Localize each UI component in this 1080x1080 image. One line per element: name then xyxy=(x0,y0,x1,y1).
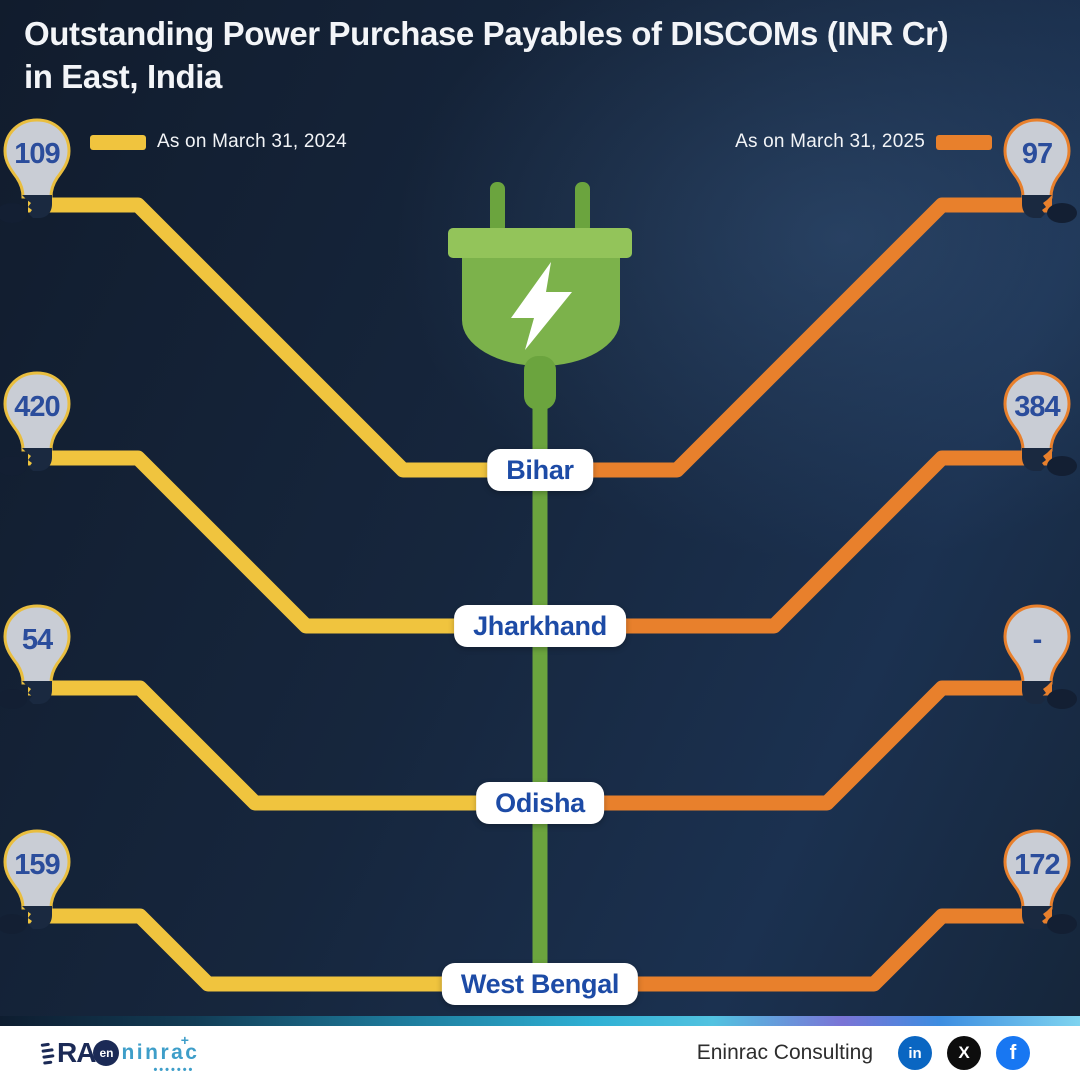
power-plug-icon xyxy=(448,182,632,410)
value-2025-bihar: 97 xyxy=(1021,137,1053,170)
logo-rest-text: ninrac xyxy=(121,1041,200,1064)
title-line-2: in East, India xyxy=(24,58,222,95)
wire-2025-jharkhand xyxy=(565,450,1052,634)
wire-2025-west-bengal xyxy=(585,908,1052,992)
wire-2025-odisha xyxy=(565,680,1052,811)
bulb-icon xyxy=(0,829,71,934)
footer: RA en ninrac + ••••••• Eninrac Consultin… xyxy=(0,1026,1080,1080)
bulb-2024-jharkhand: 420 xyxy=(0,369,77,479)
wires-2024 xyxy=(28,197,515,992)
legend-2025-swatch xyxy=(936,134,992,150)
state-label-jharkhand: Jharkhand xyxy=(454,605,626,647)
bulb-2025-jharkhand: 384 xyxy=(997,369,1077,479)
wires-2025 xyxy=(565,197,1052,992)
bulb-2024-odisha: 54 xyxy=(0,602,77,712)
company-name: Eninrac Consulting xyxy=(696,1041,873,1064)
bulb-icon xyxy=(0,371,71,476)
value-2024-west-bengal: 159 xyxy=(14,848,60,881)
eninrac-logo: RA en ninrac + ••••••• xyxy=(40,1032,200,1076)
bulb-2025-west-bengal: 172 xyxy=(997,827,1077,937)
bulb-icon xyxy=(0,604,71,709)
bulb-icon xyxy=(1003,604,1077,709)
wire-2024-odisha xyxy=(28,680,515,811)
legend-2024: As on March 31, 2024 xyxy=(90,131,347,153)
title-line-1: Outstanding Power Purchase Payables of D… xyxy=(24,15,949,52)
logo-circle-icon: en xyxy=(93,1040,120,1066)
state-label-bihar: Bihar xyxy=(487,449,593,491)
bulb-2024-west-bengal: 159 xyxy=(0,827,77,937)
value-2024-jharkhand: 420 xyxy=(14,390,60,423)
footer-right-group: Eninrac Consulting in X f xyxy=(697,1036,1030,1070)
bulb-2025-bihar: 97 xyxy=(997,116,1077,226)
logo-bars-icon xyxy=(40,1042,56,1065)
linkedin-icon[interactable]: in xyxy=(898,1036,932,1070)
logo-ra-text: RA xyxy=(57,1037,96,1068)
legend-2024-label: As on March 31, 2024 xyxy=(157,131,347,152)
wire-2025-bihar xyxy=(565,197,1052,478)
logo-plus-mark: + xyxy=(180,1032,192,1048)
value-2025-jharkhand: 384 xyxy=(1014,390,1060,423)
facebook-icon[interactable]: f xyxy=(996,1036,1030,1070)
logo-ninrac-text: ninrac + ••••••• xyxy=(121,1032,200,1076)
bulb-2024-bihar: 109 xyxy=(0,116,77,226)
bulb-2025-odisha: - xyxy=(997,602,1077,712)
legend-2025-label: As on March 31, 2025 xyxy=(735,131,925,152)
state-label-west-bengal: West Bengal xyxy=(441,963,639,1005)
lightning-bolt-icon xyxy=(511,262,572,350)
footer-divider-stripe xyxy=(0,1016,1080,1026)
wire-2024-jharkhand xyxy=(28,450,515,634)
value-2024-bihar: 109 xyxy=(14,137,60,170)
value-2025-odisha: - xyxy=(1032,623,1043,656)
bulb-icon xyxy=(1003,118,1077,223)
x-twitter-icon[interactable]: X xyxy=(947,1036,981,1070)
page-title: Outstanding Power Purchase Payables of D… xyxy=(24,12,1044,98)
logo-dots: ••••••• xyxy=(153,1064,195,1076)
legend-2024-swatch xyxy=(90,134,146,150)
wire-2024-bihar xyxy=(28,197,515,478)
state-label-odisha: Odisha xyxy=(476,782,604,824)
value-2024-odisha: 54 xyxy=(21,623,53,656)
wire-2024-west-bengal xyxy=(28,908,495,992)
bulb-icon xyxy=(0,118,71,223)
legend-2025: As on March 31, 2025 xyxy=(735,131,992,153)
bulb-icon xyxy=(1003,829,1077,934)
bulb-icon xyxy=(1003,371,1077,476)
logo-en-text: en xyxy=(99,1046,114,1060)
value-2025-west-bengal: 172 xyxy=(1014,848,1060,881)
